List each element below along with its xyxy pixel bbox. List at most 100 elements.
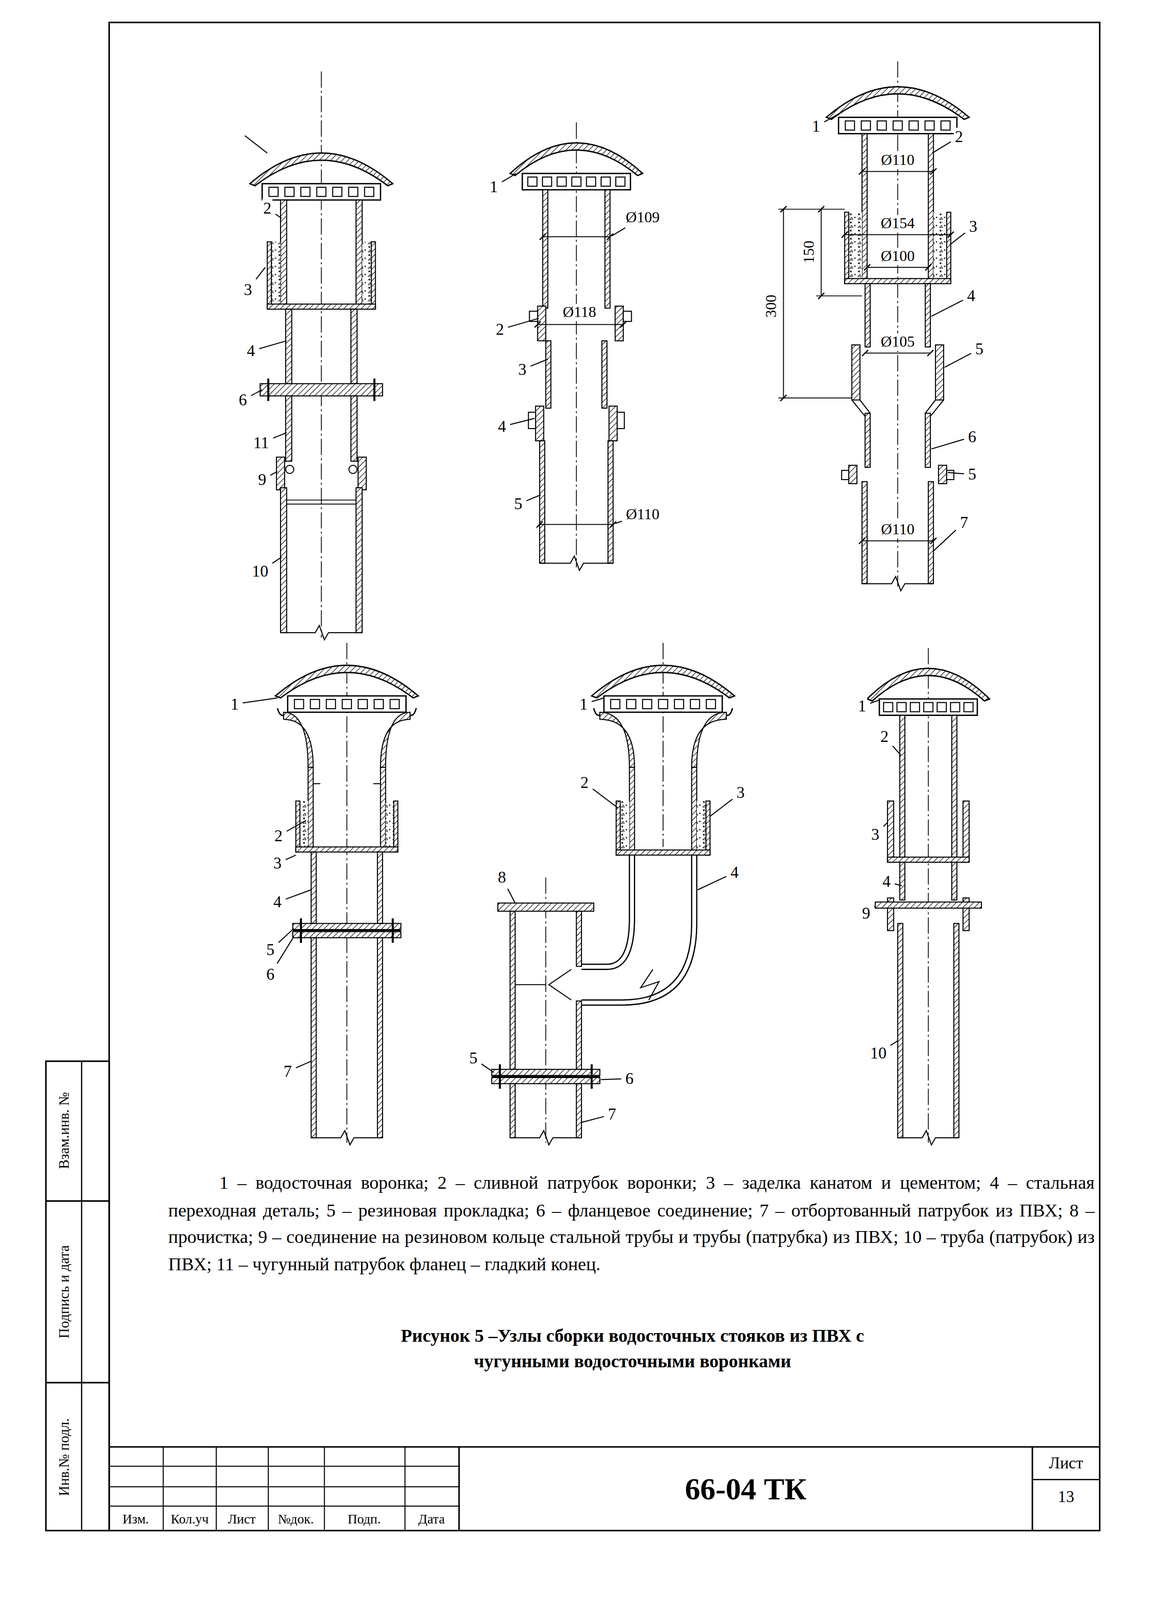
grille-slot [937, 702, 947, 712]
grille-slot [586, 177, 596, 187]
break-mark [897, 1130, 959, 1145]
pipe-wall [311, 852, 317, 924]
leader-line [591, 697, 604, 702]
pipe-wall [951, 862, 957, 900]
callout-number: 9 [861, 903, 872, 922]
pipe-wall [865, 283, 871, 348]
dimension-tick [610, 521, 617, 528]
grille-slot [348, 187, 358, 197]
dimension-label: Ø110 [879, 520, 916, 538]
stamp-divider [45, 1199, 110, 1202]
dimension-tick [947, 231, 954, 238]
grille-slot [310, 699, 320, 709]
pipe-wall [928, 133, 934, 281]
grille-slot [301, 187, 311, 197]
illustration [45, 22, 1100, 1531]
flow-chevron [548, 969, 572, 1000]
pipe-wall [267, 241, 272, 310]
sheet-frame [109, 22, 1100, 1531]
title-block-line [1032, 1478, 1100, 1481]
flange-band [260, 383, 383, 396]
grille-slot [883, 702, 893, 712]
pipe-wall [351, 309, 358, 384]
callout-number: 4 [272, 893, 283, 911]
callout-number: 5 [265, 940, 276, 959]
leader-line [709, 799, 733, 817]
gasket-line [491, 1075, 600, 1078]
flange-bolt [391, 918, 394, 943]
callout-number: 11 [252, 433, 271, 452]
dimension-label: Ø100 [879, 247, 916, 265]
socket-line [286, 503, 356, 505]
leader-line [944, 353, 971, 368]
pipe-wall [951, 715, 957, 863]
pipe-wall [602, 340, 608, 409]
leader-line [508, 318, 539, 328]
pipe-wall [616, 801, 621, 856]
grille-slot [542, 177, 552, 187]
pipe-wall [351, 395, 358, 461]
dimension-label: Ø110 [624, 505, 661, 523]
pipe-wall [851, 344, 860, 400]
axis-line [545, 877, 547, 1144]
drawing-code: 66-04 ТК [684, 1471, 808, 1506]
pipe-wall [938, 465, 947, 484]
leader-line [697, 876, 727, 890]
break-mark [640, 969, 659, 1000]
pipe-wall [604, 189, 610, 309]
stamp-field-label: Подпись и дата [56, 1244, 72, 1340]
grille-slot [910, 702, 920, 712]
leader-line [286, 820, 307, 832]
funnel-grille [838, 117, 957, 134]
grille-slot [610, 699, 620, 709]
leader-line [894, 883, 903, 886]
dimension-line [862, 170, 934, 172]
callout-number: 1 [857, 697, 868, 715]
funnel-dome [250, 153, 394, 186]
grille-slot [924, 120, 935, 130]
grille-slot [908, 120, 919, 130]
pipe-wall [844, 212, 849, 284]
pipe-wall [377, 937, 383, 1138]
pipe-wall [862, 481, 868, 584]
leader-line [277, 936, 295, 964]
pipe-wall [607, 440, 613, 564]
dimension-tick [858, 168, 865, 175]
leader-line [259, 340, 287, 349]
pipe-wall [691, 767, 697, 853]
callout-number: 4 [965, 286, 976, 305]
stamp-divider [81, 1061, 83, 1531]
grille-slot [897, 702, 907, 712]
rubber-ring [285, 465, 294, 474]
leader-line [245, 135, 268, 154]
leader-line [481, 1063, 494, 1073]
dimension-label: 150 [800, 239, 818, 265]
pipe-wall [357, 457, 367, 491]
grille-slot [626, 699, 636, 709]
elbow-outer-wall [581, 854, 692, 1000]
pipe-wall [899, 862, 905, 900]
pipe-wall [510, 1083, 516, 1138]
pipe-wall [393, 801, 399, 853]
dimension-tick [927, 349, 934, 356]
axis-line [662, 642, 664, 847]
dimension-label: Ø109 [624, 209, 661, 226]
clamp-bolt [528, 412, 536, 429]
title-block-line [109, 1465, 460, 1467]
clamp-bolt [946, 470, 955, 480]
dimension-line [539, 524, 613, 526]
callout-number: 7 [959, 513, 970, 531]
axis-line [928, 648, 930, 1144]
dimension-line [844, 234, 951, 235]
grille-slot [390, 699, 400, 709]
title-block-line [323, 1446, 325, 1531]
dimension-tick [925, 264, 932, 271]
leader-line [612, 227, 626, 236]
flare-lip [593, 708, 733, 716]
pipe-wall [539, 440, 545, 564]
pipe-wall [848, 465, 858, 484]
funnel-dome [826, 86, 970, 120]
callout-number: 2 [494, 320, 505, 339]
leader-line [275, 214, 282, 219]
